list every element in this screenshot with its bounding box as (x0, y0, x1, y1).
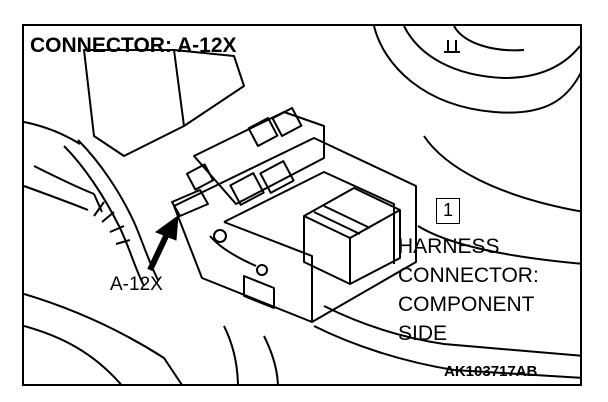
engine-compartment-illustration (24, 26, 580, 384)
callout-description: HARNESS CONNECTOR: COMPONENT SIDE (398, 232, 539, 348)
callout-number-box: 1 (436, 198, 460, 224)
callout-line: SIDE (398, 322, 448, 345)
callout-line: CONNECTOR: (398, 264, 539, 287)
figure-code: AK103717AB (444, 363, 538, 380)
callout-line: COMPONENT (398, 293, 535, 316)
arrow-label: A-12X (110, 274, 163, 295)
connector-title: CONNECTOR: A-12X (30, 34, 237, 57)
illustration-frame: CONNECTOR: A-12X A-12X 1 HARNESS CONNECT… (22, 24, 582, 386)
arrow-indicator (147, 214, 179, 272)
callout-line: HARNESS (398, 235, 500, 258)
